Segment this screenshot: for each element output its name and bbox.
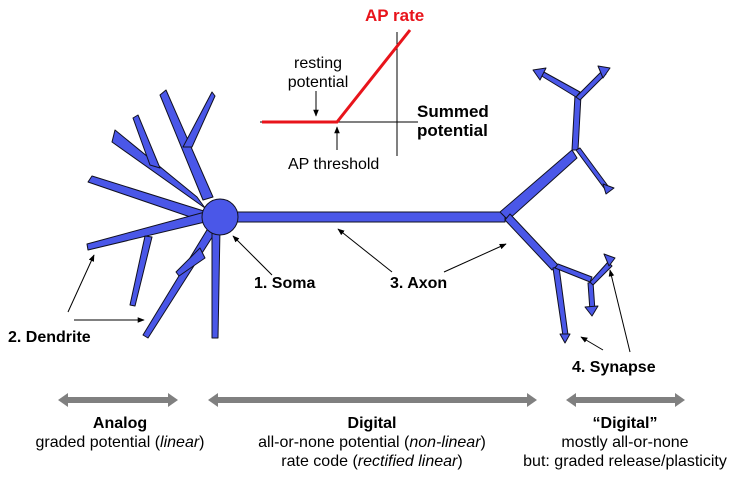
synaptic-terminal [584,305,599,317]
axon-branch [552,266,569,337]
axon-label: 3. Axon [390,275,448,292]
dendrite-branch [132,114,161,169]
synapse-label: 4. Synapse [572,359,656,376]
axon-shaft [229,211,506,223]
dendrite-branch [182,91,216,148]
synaptic-terminal [597,65,611,79]
analog-title: Analog [92,415,148,432]
analog-range-arrow [58,393,178,407]
dendrite-branch [87,175,208,223]
digital-quoted-line2: but: graded release/plasticity [523,453,727,470]
dendrite-label: 2. Dendrite [8,329,91,346]
input-label-line2: potential [417,121,488,140]
range-arrows [58,393,685,407]
pointer-arrows [67,228,631,353]
digital-line2: rate code (rectified linear) [281,453,463,470]
axon-branch [539,70,581,98]
digital-quoted-region: “Digital” mostly all-or-none but: graded… [512,414,738,471]
axon-branch [589,261,613,286]
resting-label-line2: potential [287,74,349,91]
axon-branch [499,149,578,221]
synaptic-terminal [559,333,571,344]
ap-rate-curve [262,29,412,124]
analog-region: Analog graded potential (linear) [20,414,220,452]
digital-quoted-title: “Digital” [592,415,658,432]
axon-branch [571,94,582,151]
soma-pointer-arrow [232,235,273,276]
synaptic-terminal [603,253,616,267]
resting-potential-label: resting potential [283,54,353,92]
soma [201,198,239,236]
dendrite-branch [111,129,206,209]
synaptic-terminal [532,67,547,81]
digital-quoted-line1: mostly all-or-none [561,434,689,451]
axon-pointer-arrow [443,243,507,273]
dendrite-branch [211,225,221,339]
input-label-line1: Summed [417,102,489,121]
dendrite-branch [142,224,219,339]
neuron [86,65,616,344]
digital-region: Digital all-or-none potential (non-linea… [222,414,522,471]
resting-label-line1: resting [293,55,343,72]
synapse-pointer-arrow [580,336,604,351]
dendrite-branch [129,235,153,307]
axon-pointer-arrow [337,228,393,273]
axon-branch [504,213,559,271]
dendrite-pointer-arrow [67,254,95,313]
axon-branch [554,263,593,283]
analog-line1: graded potential (linear) [35,434,205,451]
synapse-pointer-arrow [608,269,631,353]
inset-output-label: AP rate [365,6,425,25]
threshold-label: AP threshold [288,156,380,173]
soma-label: 1. Soma [254,275,316,292]
axon-branch [575,147,609,189]
digital-line1: all-or-none potential (non-linear) [258,434,486,451]
digital-range-arrow [208,393,537,407]
dendrite-branch [175,247,206,277]
synaptic-terminal [602,183,615,195]
digital-title: Digital [347,415,397,432]
inset-plot [260,29,418,156]
synapse-range-arrow [566,393,685,407]
inset-input-label: Summed potential [417,102,489,140]
